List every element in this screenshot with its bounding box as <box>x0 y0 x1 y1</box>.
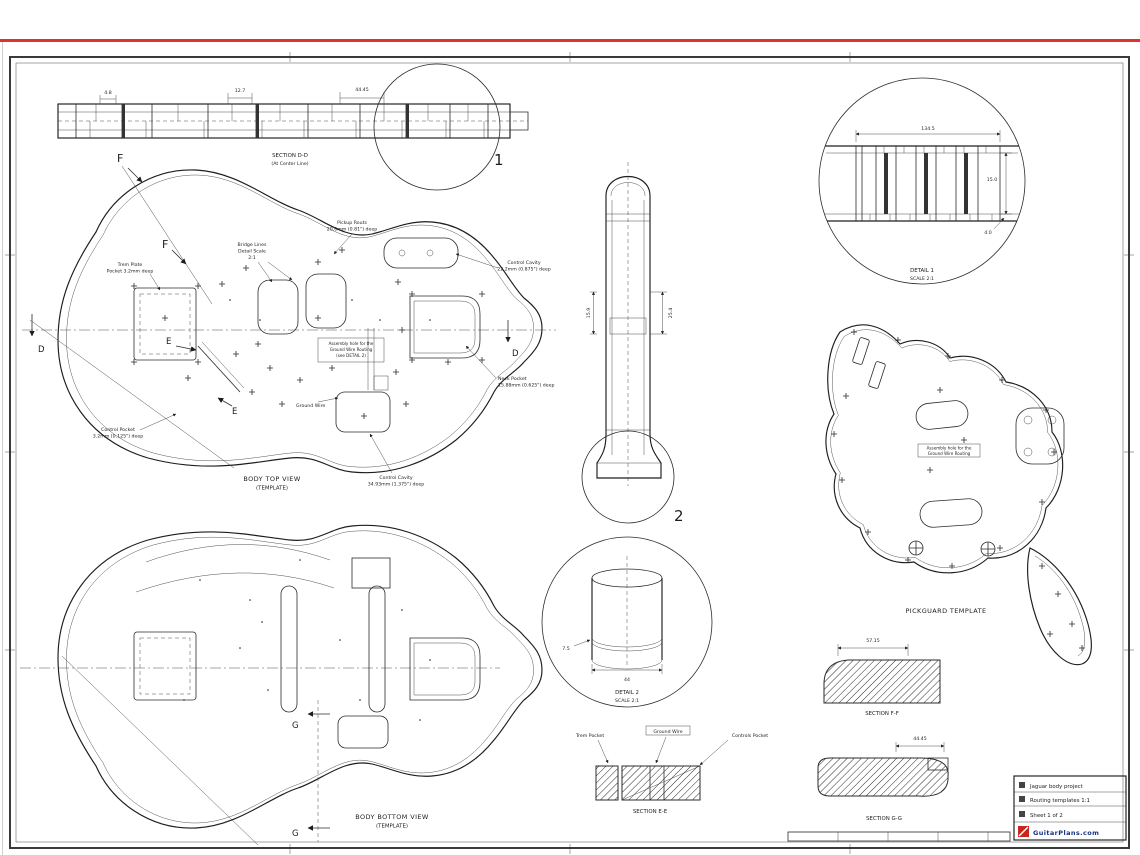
dim-label: 25.4 <box>668 308 674 318</box>
callout-label: Ground Wire <box>653 729 682 735</box>
section-marker: E <box>166 337 171 347</box>
dim-label: 4.0 <box>984 230 991 236</box>
callout-label: Ground Wire <box>296 403 325 409</box>
section-marker: E <box>232 407 237 417</box>
section-caption: SECTION E-E <box>633 809 668 815</box>
note-line: (see DETAIL 2) <box>336 353 366 358</box>
section-marker: G <box>292 829 299 839</box>
section-marker: F <box>162 238 168 251</box>
detail-1-view: 134.5 15.0 4.0 DETAIL 1 SCALE 2:1 <box>818 77 1026 285</box>
brand-logo-icon <box>1018 826 1029 837</box>
section-title: SECTION D-D <box>272 153 308 159</box>
dim-label: 134.5 <box>921 126 934 132</box>
fold-strip <box>787 831 1011 842</box>
pickguard-template-view: Assembly hole for the Ground Wire Routin… <box>825 324 1092 666</box>
callout-label: Control Cavity <box>507 260 540 266</box>
drawing-frame <box>5 52 1134 854</box>
body-top-view: D D F F E E Assembly hole <box>22 152 556 492</box>
callout-label: Control Cavity <box>379 475 412 481</box>
detail-1-callout-circle: 1 <box>373 63 504 191</box>
body-bottom-view: G G BODY BOTTOM VIEW (TEMPLATE) <box>20 524 543 846</box>
page-left-edge <box>2 42 3 855</box>
dim-label: 12.7 <box>235 88 245 94</box>
detail-2-view: 7.5 44 DETAIL 2 SCALE 2:1 <box>541 536 713 708</box>
detail-callout-number: 2 <box>674 507 684 525</box>
section-marker: D <box>38 345 45 355</box>
dim-label: 4.8 <box>104 90 111 96</box>
top-red-divider <box>0 39 1140 42</box>
callout-label: 3.2mm (0.125") deep <box>93 434 144 440</box>
section-subtitle: (At Center Line) <box>271 161 308 167</box>
brand-text: GuitarPlans.com <box>1033 829 1099 837</box>
section-marker: G <box>292 721 299 731</box>
dim-label: 44.45 <box>355 87 368 93</box>
section-gg-view: 44.45 SECTION G-G <box>817 736 949 822</box>
note-line: Ground Wire Routing <box>928 451 971 456</box>
callout-label: Neck Pocket <box>498 376 527 382</box>
title-block-row: Jaguar body project <box>1029 784 1083 790</box>
section-marker: D <box>512 349 519 359</box>
detail-callout-number: 1 <box>494 151 504 169</box>
section-ee-view: Trem Pocket Ground Wire Controls Pocket … <box>575 725 768 815</box>
callout-label: Pickup Routs <box>337 220 367 226</box>
detail-caption: DETAIL 1 <box>910 268 934 274</box>
section-dd-view: 4.8 12.7 44.45 SECTION D-D (At Center Li… <box>57 87 529 167</box>
detail-caption: SCALE 2:1 <box>615 698 639 704</box>
title-block: Jaguar body project Routing templates 1:… <box>1013 775 1127 841</box>
callout-label: 34.93mm (1.375") deep <box>368 482 425 488</box>
callout-label: 15.88mm (0.625") deep <box>498 383 555 389</box>
note-line: Assembly hole for the <box>927 446 972 451</box>
view-caption: (TEMPLATE) <box>376 824 408 830</box>
view-caption: BODY TOP VIEW <box>243 475 300 483</box>
callout-label: Detail Scale <box>238 249 266 255</box>
section-marker: F <box>117 152 123 165</box>
view-caption: BODY BOTTOM VIEW <box>355 813 429 821</box>
callout-label: 20.6mm (0.81") deep <box>327 227 378 233</box>
callout-label: Control Pocket <box>101 427 135 433</box>
dim-label: 44 <box>624 677 630 683</box>
view-caption: PICKGUARD TEMPLATE <box>905 607 986 615</box>
dim-label: 7.5 <box>562 646 569 652</box>
detail-caption: SCALE 2:1 <box>910 276 934 282</box>
callout-label: Trem Plate <box>117 262 143 268</box>
detail-caption: DETAIL 2 <box>615 690 639 696</box>
callout-label: 2:1 <box>248 255 256 261</box>
callout-label: Bridge Lines <box>238 242 268 248</box>
callout-label: Controls Pocket <box>732 733 768 739</box>
note-line: Assembly hole for the <box>329 341 374 346</box>
dim-label: 15.9 <box>586 308 592 318</box>
neck-side-view: 15.9 25.4 2 <box>581 162 684 525</box>
section-ff-view: 57.15 SECTION F-F <box>823 638 941 717</box>
callout-label: Trem Pocket <box>575 733 604 739</box>
section-caption: SECTION G-G <box>866 816 902 822</box>
callout-label: 22.2mm (0.875") deep <box>497 267 551 273</box>
section-caption: SECTION F-F <box>865 711 899 717</box>
note-line: Ground Wire Routing <box>330 347 373 352</box>
title-block-row: Routing templates 1:1 <box>1030 798 1090 804</box>
dim-label: 44.45 <box>913 736 926 742</box>
callout-label: Pocket 3.2mm deep <box>107 269 154 275</box>
dim-label: 57.15 <box>866 638 879 644</box>
dim-label: 15.0 <box>987 177 997 183</box>
title-block-row: Sheet 1 of 2 <box>1030 813 1063 819</box>
view-caption: (TEMPLATE) <box>256 486 288 492</box>
